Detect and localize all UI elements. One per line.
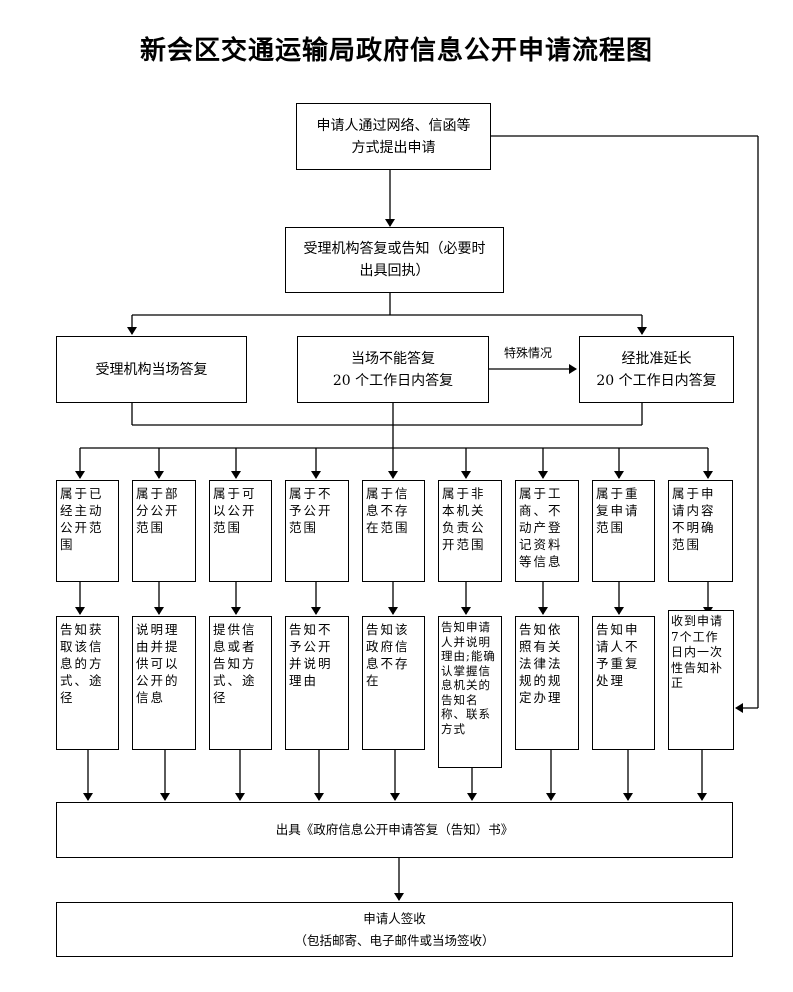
step-apply: 申请人通过网络、信函等 方式提出申请 <box>296 103 491 170</box>
branch-immediate: 受理机构当场答复 <box>56 336 247 403</box>
category-box: 属于不予公开范围 <box>285 480 349 582</box>
branch-extended-text: 经批准延长 20 个工作日内答复 <box>596 350 717 389</box>
branch-extended: 经批准延长 20 个工作日内答复 <box>579 336 734 403</box>
response-box: 告知获取该信息的方式、途径 <box>56 616 119 750</box>
branch-immediate-text: 受理机构当场答复 <box>95 361 208 378</box>
response-box: 告知申请人并说明理由;能确认掌握信息机关的告知名称、联系方式 <box>438 616 502 768</box>
category-box: 属于信息不存在范围 <box>362 480 425 582</box>
category-box: 属于工商、不动产登记资料等信息 <box>515 480 579 582</box>
page-title: 新会区交通运输局政府信息公开申请流程图 <box>139 36 653 66</box>
step-accept-text: 受理机构答复或告知（必要时 出具回执） <box>303 241 486 279</box>
response-box: 告知申请人不予重复处理 <box>592 616 655 750</box>
category-box: 属于已经主动公开范围 <box>56 480 119 582</box>
response-box: 告知不予公开并说明理由 <box>285 616 349 750</box>
special-case-label: 特殊情况 <box>504 346 553 360</box>
category-box: 属于非本机关负责公开范围 <box>438 480 502 582</box>
step-accept: 受理机构答复或告知（必要时 出具回执） <box>285 227 504 293</box>
response-box: 告知该政府信息不存在 <box>362 616 425 750</box>
response-box: 收到申请7个工作日内一次性告知补正 <box>668 610 734 750</box>
step-apply-text: 申请人通过网络、信函等 方式提出申请 <box>316 117 471 156</box>
branch-20-days: 当场不能答复 20 个工作日内答复 <box>297 336 489 403</box>
response-box: 提供信息或者告知方式、途径 <box>209 616 272 750</box>
final-signoff: 申请人签收 （包括邮寄、电子邮件或当场签收） <box>56 902 733 957</box>
output-document: 出具《政府信息公开申请答复（告知）书》 <box>56 802 733 858</box>
response-box: 说明理由并提供可以公开的信息 <box>132 616 196 750</box>
final-signoff-text: 申请人签收 （包括邮寄、电子邮件或当场签收） <box>294 910 495 948</box>
category-box: 属于重复申请范围 <box>592 480 655 582</box>
category-box: 属于部分公开范围 <box>132 480 196 582</box>
category-box: 属于申请内容不明确范围 <box>668 480 733 582</box>
output-document-text: 出具《政府信息公开申请答复（告知）书》 <box>275 822 514 837</box>
category-box: 属于可以公开范围 <box>209 480 272 582</box>
response-box: 告知依照有关法律法规的规定办理 <box>515 616 579 750</box>
branch-20-days-text: 当场不能答复 20 个工作日内答复 <box>332 350 454 389</box>
